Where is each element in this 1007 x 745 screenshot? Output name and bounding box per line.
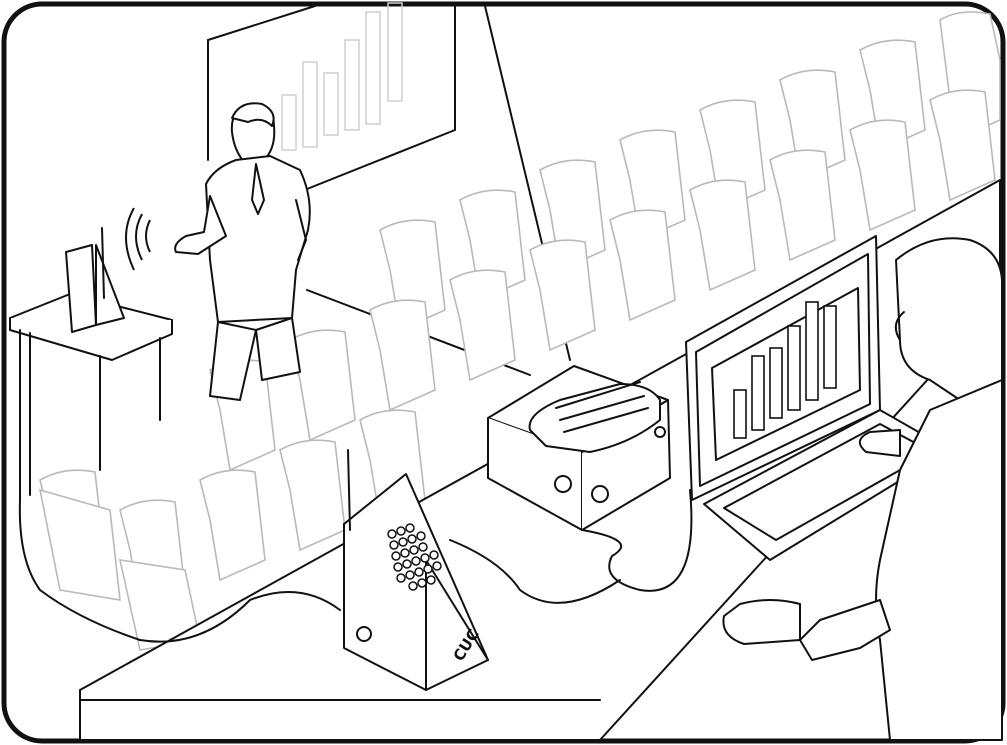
table-receiver <box>65 244 97 333</box>
auditorium-seats <box>38 11 1001 651</box>
operator <box>722 237 1003 741</box>
mixer-to-monitor-cable <box>581 489 693 592</box>
receiver-cable <box>449 539 621 604</box>
projection-bar-chart <box>281 2 403 151</box>
table-cable <box>18 499 341 643</box>
wireless-receiver: CUC <box>343 449 489 691</box>
wireless-signal-icon <box>125 207 151 271</box>
speaker-grill <box>387 523 442 591</box>
side-table <box>9 227 173 501</box>
projection-screen <box>207 2 456 196</box>
monitor-bar-chart <box>733 301 837 439</box>
audio-mixer <box>487 365 671 531</box>
presenter <box>174 102 311 401</box>
